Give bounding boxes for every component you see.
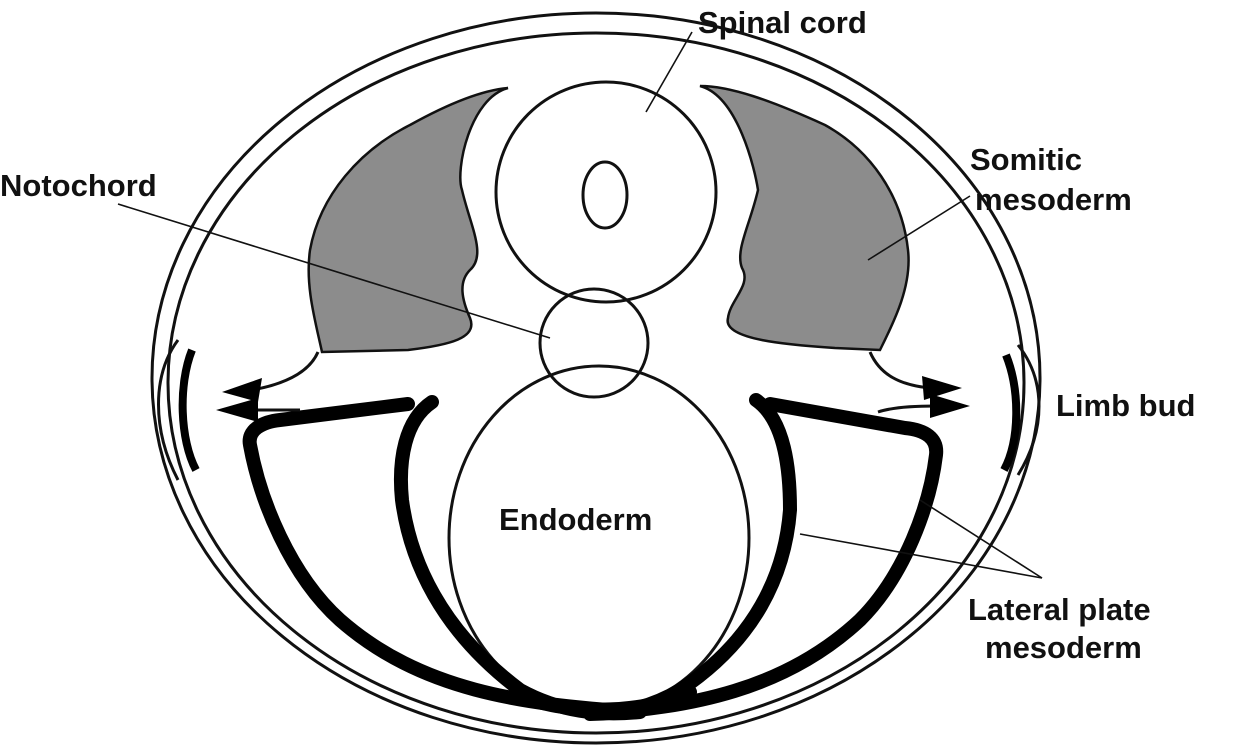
leader-lateral-plate-a bbox=[800, 534, 1042, 578]
leader-spinal-cord bbox=[646, 32, 692, 112]
limb-bud-right-thickening bbox=[1004, 355, 1016, 470]
lateral-plate-mesoderm-right bbox=[590, 400, 936, 714]
label-somitic-line2: mesoderm bbox=[975, 182, 1132, 217]
limb-bud-left-thickening bbox=[183, 350, 196, 470]
arrow-somite-to-limb-left-shaft bbox=[252, 352, 318, 390]
arrow-lpm-to-limb-right-shaft bbox=[878, 406, 935, 412]
arrow-lpm-to-limb-left-head bbox=[216, 398, 258, 422]
notochord bbox=[540, 289, 648, 397]
label-notochord: Notochord bbox=[0, 168, 157, 203]
lateral-plate-mesoderm-left bbox=[250, 402, 640, 713]
arrow-somite-to-limb-right-head bbox=[922, 376, 962, 400]
endoderm bbox=[449, 366, 749, 710]
label-endoderm: Endoderm bbox=[499, 502, 652, 537]
limb-bud-right bbox=[1018, 345, 1039, 475]
arrow-somite-to-limb-left-head bbox=[222, 378, 262, 402]
label-spinal-cord: Spinal cord bbox=[698, 5, 867, 40]
arrow-lpm-to-limb-right-head bbox=[930, 394, 970, 418]
inner-ectoderm-ring bbox=[168, 33, 1024, 733]
spinal-cord bbox=[496, 82, 716, 302]
label-limb-bud: Limb bud bbox=[1056, 388, 1195, 423]
somitic-mesoderm-left bbox=[309, 88, 508, 352]
outer-body-wall bbox=[152, 13, 1040, 743]
neural-canal bbox=[583, 162, 627, 228]
somitic-mesoderm-right bbox=[700, 86, 909, 350]
label-somitic-line1: Somitic bbox=[970, 142, 1082, 177]
label-lateral-plate-line2: mesoderm bbox=[985, 630, 1142, 665]
label-lateral-plate-line1: Lateral plate bbox=[968, 592, 1151, 627]
arrow-somite-to-limb-right-shaft bbox=[870, 352, 930, 388]
